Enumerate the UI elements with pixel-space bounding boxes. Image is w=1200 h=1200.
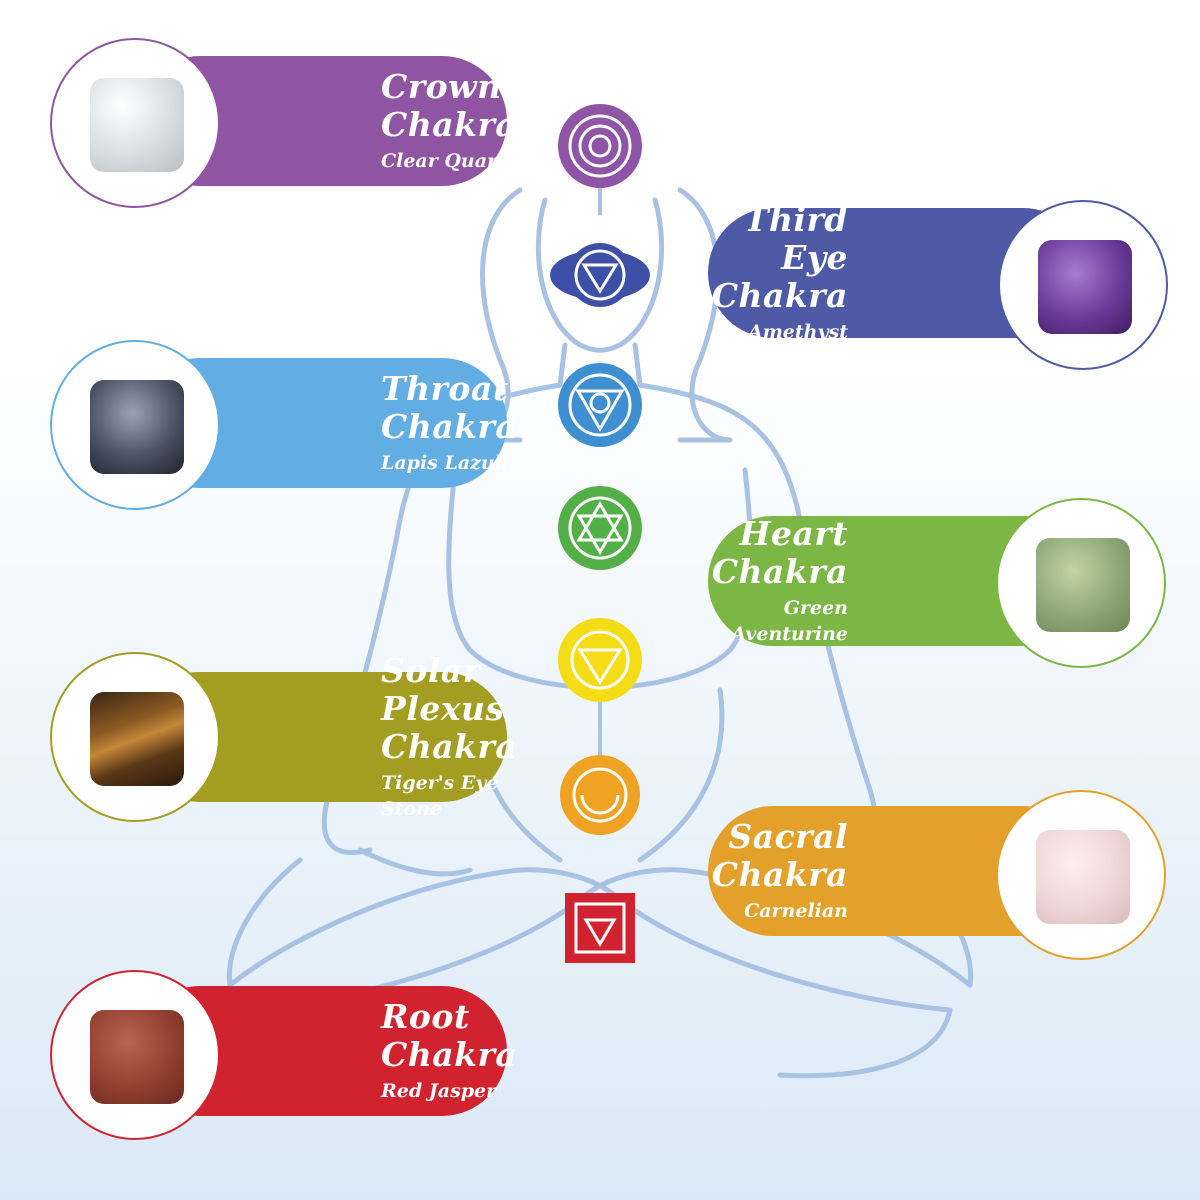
stone-name: Red Jasper — [381, 1080, 497, 1102]
third-eye-chakra-symbol-icon — [550, 243, 650, 307]
throat-chakra-symbol-icon — [558, 363, 642, 447]
sacral-stone-disc — [996, 790, 1166, 960]
solar-plexus-stone-disc — [50, 652, 220, 822]
stone-name: Amethyst — [747, 321, 848, 343]
chakra-title: Throat Chakra — [381, 369, 518, 446]
chakra-title: Solar Plexus Chakra — [381, 651, 518, 766]
green-aventurine-stone-icon — [1036, 538, 1130, 632]
root-chakra-symbol-icon — [565, 893, 635, 963]
chakra-title: Sacral Chakra — [711, 817, 848, 894]
stone-name: Green Aventurine — [731, 597, 848, 645]
chakra-title: Crown Chakra — [381, 67, 518, 144]
stone-name: Carnelian — [744, 900, 848, 922]
chakra-title: Heart Chakra — [711, 514, 848, 591]
stone-name: Clear Quartz — [381, 150, 517, 172]
clear-quartz-stone-icon — [90, 78, 184, 172]
stone-name: Lapis Lazuli — [381, 452, 510, 474]
root-stone-disc — [50, 970, 220, 1140]
stone-name: Tiger's Eye Stone — [381, 772, 499, 820]
third-eye-stone-disc — [998, 200, 1168, 370]
crown-chakra-symbol-icon — [558, 104, 642, 188]
tigers-eye-stone-icon — [90, 692, 184, 786]
chakra-title: Root Chakra — [381, 997, 518, 1074]
heart-chakra-symbol-icon — [558, 486, 642, 570]
heart-stone-disc — [996, 498, 1166, 668]
sacral-chakra-symbol-icon — [560, 755, 640, 835]
chakra-title: Third Eye Chakra — [711, 200, 848, 315]
red-jasper-stone-icon — [90, 1010, 184, 1104]
carnelian-stone-icon — [1036, 830, 1130, 924]
crown-stone-disc — [50, 38, 220, 208]
throat-stone-disc — [50, 340, 220, 510]
lapis-lazuli-stone-icon — [90, 380, 184, 474]
amethyst-stone-icon — [1038, 240, 1132, 334]
solar-plexus-chakra-symbol-icon — [558, 618, 642, 702]
